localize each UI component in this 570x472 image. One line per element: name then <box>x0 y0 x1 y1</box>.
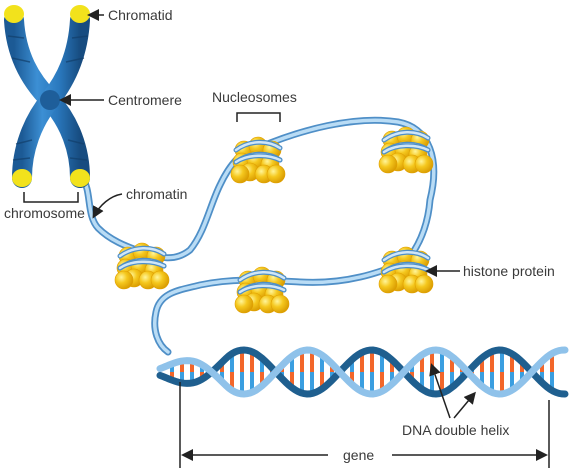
nucleosome-icon <box>230 136 286 184</box>
chromatid-tip-icon <box>4 5 24 23</box>
chromosome-bracket <box>23 192 79 203</box>
centromere-icon <box>40 90 60 110</box>
histone-ball-icon <box>378 274 398 294</box>
nucleosome-icon <box>378 246 434 294</box>
histone-ball-icon <box>266 164 286 184</box>
helix-backbone <box>156 346 569 398</box>
double-helix-icon <box>156 346 569 398</box>
helix-backbone <box>156 346 569 398</box>
histone-ball-icon <box>270 294 290 314</box>
helix-pointer <box>429 363 451 419</box>
chromatid-tip-icon <box>70 5 90 23</box>
histone-ball-icon <box>230 164 250 184</box>
nucleosome-icon <box>234 266 290 314</box>
histone-protein-label: histone protein <box>463 263 555 279</box>
centromere-label: Centromere <box>108 92 182 108</box>
histone-ball-icon <box>378 154 398 174</box>
chromatid-tip-icon <box>70 169 90 187</box>
nucleosomes-bracket <box>236 112 281 122</box>
histone-ball-icon <box>414 154 434 174</box>
dna-double-helix-label: DNA double helix <box>402 422 509 438</box>
histone-ball-icon <box>114 270 134 290</box>
chromosome-icon <box>4 5 90 188</box>
chromatid-label: Chromatid <box>108 7 173 23</box>
histone-ball-icon <box>234 294 254 314</box>
chromatin-label: chromatin <box>126 186 187 202</box>
chromosome-label: chromosome <box>4 205 85 221</box>
histone-ball-icon <box>150 270 170 290</box>
chromatid-tip-icon <box>12 169 32 187</box>
histone-ball-icon <box>414 274 434 294</box>
nucleosome-icon <box>114 242 170 290</box>
annotations <box>23 9 550 468</box>
nucleosomes-label: Nucleosomes <box>212 89 297 105</box>
chromatin-pointer <box>92 193 123 219</box>
labels: Chromatid Centromere Nucleosomes chromat… <box>4 7 555 463</box>
gene-label: gene <box>343 447 374 463</box>
helix-pointer <box>453 391 476 419</box>
nucleosome-icon <box>378 126 434 174</box>
